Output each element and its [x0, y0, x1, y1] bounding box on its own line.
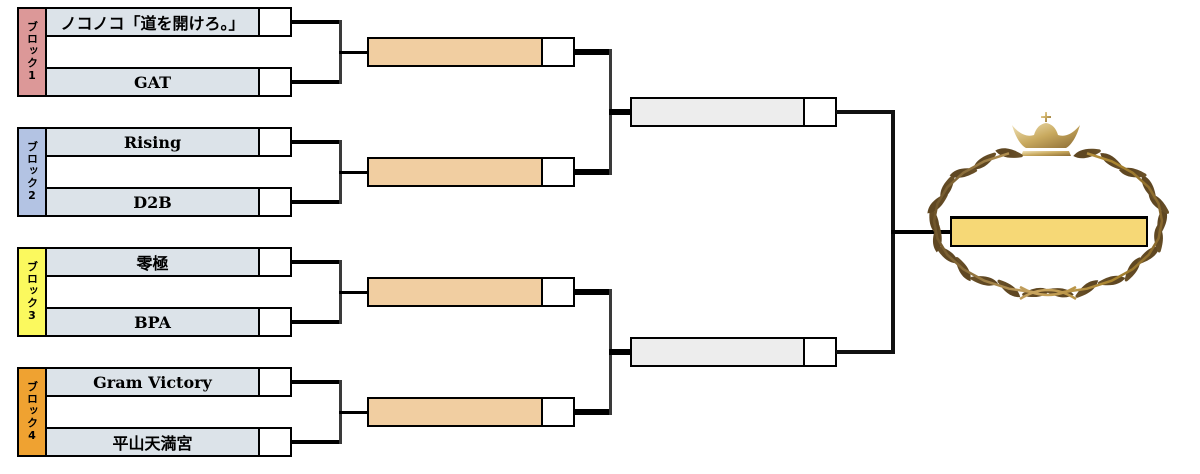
block-4: ブロック4 Gram Victory 平山天満宮 [17, 367, 293, 457]
bracket-line [574, 49, 612, 55]
finalist-2-box [630, 337, 837, 367]
team-row: Gram Victory [45, 367, 292, 397]
finalist-name [632, 99, 803, 125]
crown-icon [1007, 111, 1085, 163]
winner-name [369, 159, 541, 185]
winner-score-box [541, 39, 573, 65]
bracket-line [291, 320, 342, 324]
bracket-line [291, 80, 342, 84]
block-4-label: ブロック4 [17, 367, 47, 457]
team-row: GAT [45, 67, 292, 97]
block-2-label: ブロック2 [17, 127, 47, 217]
team-name: 平山天満宮 [47, 429, 258, 455]
block-1: ブロック1 ノコノコ「道を開けろ。」 GAT [17, 7, 293, 97]
team-score-box [258, 69, 290, 95]
block-2-winner-box [367, 157, 575, 187]
team-row: 零極 [45, 247, 292, 277]
block-1-winner-box [367, 37, 575, 67]
team-name: ノコノコ「道を開けろ。」 [47, 9, 258, 35]
winner-name [369, 39, 541, 65]
bracket-line [836, 110, 895, 114]
winner-score-box [541, 159, 573, 185]
winner-score-box [541, 279, 573, 305]
team-score-box [258, 189, 290, 215]
block-4-winner-box [367, 397, 575, 427]
bracket-line [339, 171, 367, 174]
team-row: 平山天満宮 [45, 427, 292, 457]
team-score-box [258, 9, 290, 35]
bracket-line [836, 350, 895, 354]
winner-name [369, 279, 541, 305]
bracket-line [574, 409, 612, 415]
finalist-score-box [803, 99, 835, 125]
team-score-box [258, 309, 290, 335]
block-1-label: ブロック1 [17, 7, 47, 97]
bracket-line [339, 411, 367, 414]
winner-name [369, 399, 541, 425]
champion-box [950, 216, 1148, 247]
block-2: ブロック2 Rising D2B [17, 127, 293, 217]
team-score-box [258, 429, 290, 455]
bracket-line [291, 200, 342, 204]
bracket-line [574, 169, 612, 175]
team-name: Rising [47, 129, 258, 155]
bracket-line [291, 140, 342, 144]
bracket-line [339, 51, 367, 54]
winner-score-box [541, 399, 573, 425]
bracket-line [339, 291, 367, 294]
block-3-winner-box [367, 277, 575, 307]
finalist-1-box [630, 97, 837, 127]
team-name: Gram Victory [47, 369, 258, 395]
bracket-line [291, 260, 342, 264]
team-name: D2B [47, 189, 258, 215]
team-row: D2B [45, 187, 292, 217]
bracket-line [891, 230, 952, 234]
bracket-line [609, 349, 630, 355]
bracket-line [291, 380, 342, 384]
team-row: BPA [45, 307, 292, 337]
team-name: 零極 [47, 249, 258, 275]
team-row: Rising [45, 127, 292, 157]
bracket-line [291, 20, 342, 24]
block-3: ブロック3 零極 BPA [17, 247, 293, 337]
finalist-score-box [803, 339, 835, 365]
team-score-box [258, 249, 290, 275]
team-score-box [258, 369, 290, 395]
block-3-label: ブロック3 [17, 247, 47, 337]
bracket-line [574, 289, 612, 295]
bracket-line [609, 109, 630, 115]
team-name: GAT [47, 69, 258, 95]
bracket-line [291, 440, 342, 444]
team-name: BPA [47, 309, 258, 335]
finalist-name [632, 339, 803, 365]
team-row: ノコノコ「道を開けろ。」 [45, 7, 292, 37]
team-score-box [258, 129, 290, 155]
